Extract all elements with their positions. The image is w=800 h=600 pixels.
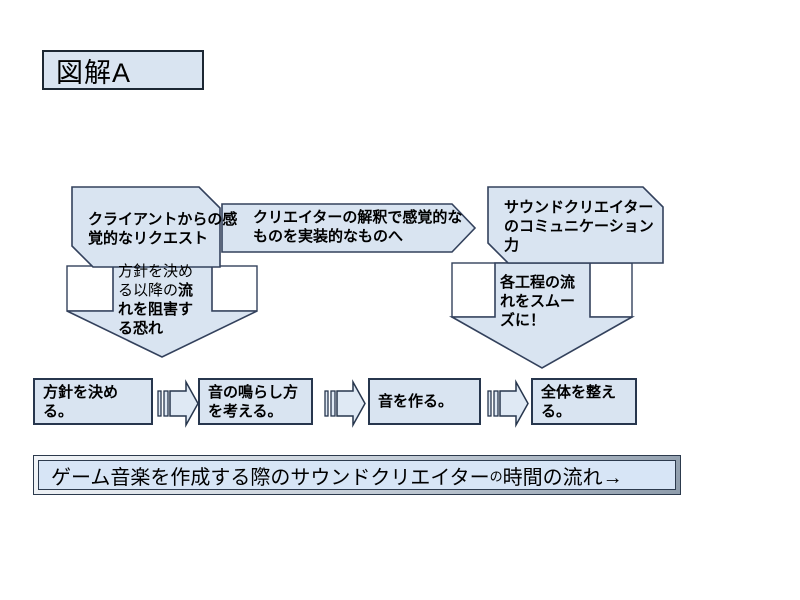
process-arrow-label: クリエイターの解釈で感覚的なものを実装的なものへ [253,209,463,245]
callout-right-shape [487,186,664,264]
down-arrow-left-label: 方針を決める以降の流れを阻害する恐れ [118,262,200,338]
down-arrow-left-label-normal: 方針を決める以降の [118,263,194,299]
timeline-banner-label-main: ゲーム音楽を作成する際のサウンドクリエイター [51,466,490,489]
flow-step-3: 音を作る。 [368,378,481,425]
flow-step-label: 全体を整える。 [541,383,617,420]
striped-right-arrow-icon [324,379,366,428]
down-arrow-left-label-bold: 流れを阻害する恐れ [118,282,194,337]
page-title: 図解A [56,57,132,88]
flow-step-label: 方針を決める。 [43,383,119,420]
timeline-banner-label-particle: の [489,468,503,484]
callout-left-shape [71,186,221,268]
flow-step-2: 音の鳴らし方を考える。 [198,378,313,425]
callout-left-label: クライアントからの感覚的なリクエスト [88,211,238,247]
title-box: 図解A [42,50,204,90]
process-arrow-shape [221,203,477,253]
striped-right-arrow-icon [157,379,199,428]
flow-step-label: 音を作る。 [378,393,454,410]
flow-step-label: 音の鳴らし方を考える。 [208,383,299,420]
flow-step-4: 全体を整える。 [531,378,637,425]
timeline-banner: ゲーム音楽を作成する際のサウンドクリエイターの時間の流れ→ [33,455,681,495]
timeline-banner-inner: ゲーム音楽を作成する際のサウンドクリエイターの時間の流れ→ [38,460,676,490]
down-arrow-right-label: 各工程の流れをスムーズに！ [500,274,576,329]
callout-right-label: サウンドクリエイターのコミュニケーション力 [504,199,654,254]
striped-right-arrow-icon [487,379,529,428]
down-arrow-left-shape [66,265,258,358]
timeline-banner-label-tail: 時間の流れ→ [502,466,623,489]
flow-step-1: 方針を決める。 [33,378,153,425]
down-arrow-right-shape [448,262,636,369]
